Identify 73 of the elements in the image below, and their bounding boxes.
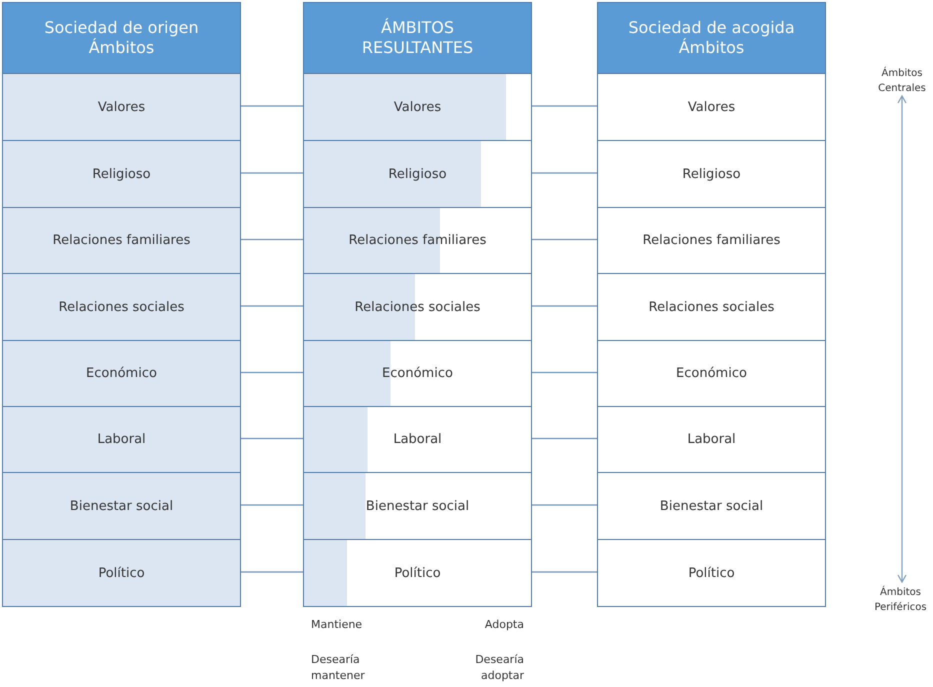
domain-cell bbox=[597, 340, 826, 407]
domain-cell bbox=[597, 539, 826, 607]
column-header: Sociedad de origen Ámbitos bbox=[2, 2, 241, 74]
domain-cell bbox=[597, 472, 826, 540]
cell-text: Bienestar social bbox=[70, 498, 174, 514]
cell-text: Religioso bbox=[682, 166, 741, 182]
domain-cell bbox=[303, 273, 532, 341]
cell-text: Bienestar social bbox=[366, 498, 470, 514]
column-header: Sociedad de acogida Ámbitos bbox=[597, 2, 826, 74]
domain-cell bbox=[597, 207, 826, 274]
domain-cell bbox=[597, 140, 826, 208]
cell-text: Económico bbox=[86, 366, 157, 381]
domain-cell bbox=[2, 207, 241, 274]
connector-line bbox=[532, 105, 597, 107]
domain-cell bbox=[303, 406, 532, 473]
connector-line bbox=[241, 504, 303, 506]
domain-cell bbox=[2, 273, 241, 341]
domain-cell bbox=[2, 406, 241, 473]
connector-line bbox=[532, 571, 597, 573]
domain-cell bbox=[2, 472, 241, 540]
cell-text: Laboral bbox=[393, 432, 442, 447]
cell-text: Laboral bbox=[687, 432, 736, 447]
cell-text: Bienestar social bbox=[660, 498, 764, 514]
cell-text: Valores bbox=[98, 100, 146, 114]
connector-line bbox=[241, 305, 303, 307]
cell-text: Político bbox=[394, 566, 441, 580]
domain-cell bbox=[303, 140, 532, 208]
cell-text: Relaciones familiares bbox=[52, 233, 190, 248]
cell-text: Religioso bbox=[388, 166, 447, 182]
cell-text: Relaciones sociales bbox=[354, 300, 480, 314]
connector-line bbox=[532, 438, 597, 440]
connector-line bbox=[532, 305, 597, 307]
note-label: Desearía adoptar bbox=[474, 652, 524, 684]
domain-cell bbox=[597, 73, 826, 141]
cell-text: Relaciones familiares bbox=[642, 233, 780, 248]
domain-cell bbox=[303, 539, 532, 607]
connector-line bbox=[532, 172, 597, 174]
cell-text: Económico bbox=[382, 366, 453, 381]
note-label: Mantiene bbox=[311, 617, 364, 633]
cell-text: Político bbox=[98, 566, 145, 580]
cell-text: Relaciones sociales bbox=[648, 300, 774, 314]
connector-line bbox=[241, 105, 303, 107]
cell-text: Laboral bbox=[97, 432, 146, 447]
domain-cell bbox=[303, 472, 532, 540]
domain-cell bbox=[303, 207, 532, 274]
cell-text: Económico bbox=[676, 366, 747, 381]
domain-cell bbox=[2, 73, 241, 141]
cell-text: Relaciones sociales bbox=[58, 300, 184, 314]
connector-line bbox=[241, 238, 303, 240]
cell-text: Valores bbox=[394, 100, 442, 114]
cell-text: Político bbox=[688, 566, 735, 580]
domain-cell bbox=[303, 340, 532, 407]
cell-text: Relaciones familiares bbox=[348, 233, 486, 248]
domain-cell bbox=[303, 73, 532, 141]
domain-cell bbox=[2, 539, 241, 607]
connector-line bbox=[241, 438, 303, 440]
domain-cell bbox=[597, 406, 826, 473]
domain-cell bbox=[597, 273, 826, 341]
connector-line bbox=[532, 504, 597, 506]
note-label: Adopta bbox=[484, 617, 524, 633]
connector-line bbox=[241, 372, 303, 374]
connector-line bbox=[532, 372, 597, 374]
note-label: Desearía mantener bbox=[311, 652, 366, 684]
cell-text: Valores bbox=[688, 100, 736, 114]
scale-label: Ámbitos Periféricos bbox=[873, 586, 928, 614]
connector-line bbox=[241, 172, 303, 174]
scale-label: Ámbitos Centrales bbox=[877, 67, 927, 96]
domain-cell bbox=[2, 140, 241, 208]
cell-text: Religioso bbox=[92, 166, 151, 182]
connector-line bbox=[532, 238, 597, 240]
domain-cell bbox=[2, 340, 241, 407]
column-header: ÁMBITOS RESULTANTES bbox=[303, 2, 532, 74]
connector-line bbox=[241, 571, 303, 573]
